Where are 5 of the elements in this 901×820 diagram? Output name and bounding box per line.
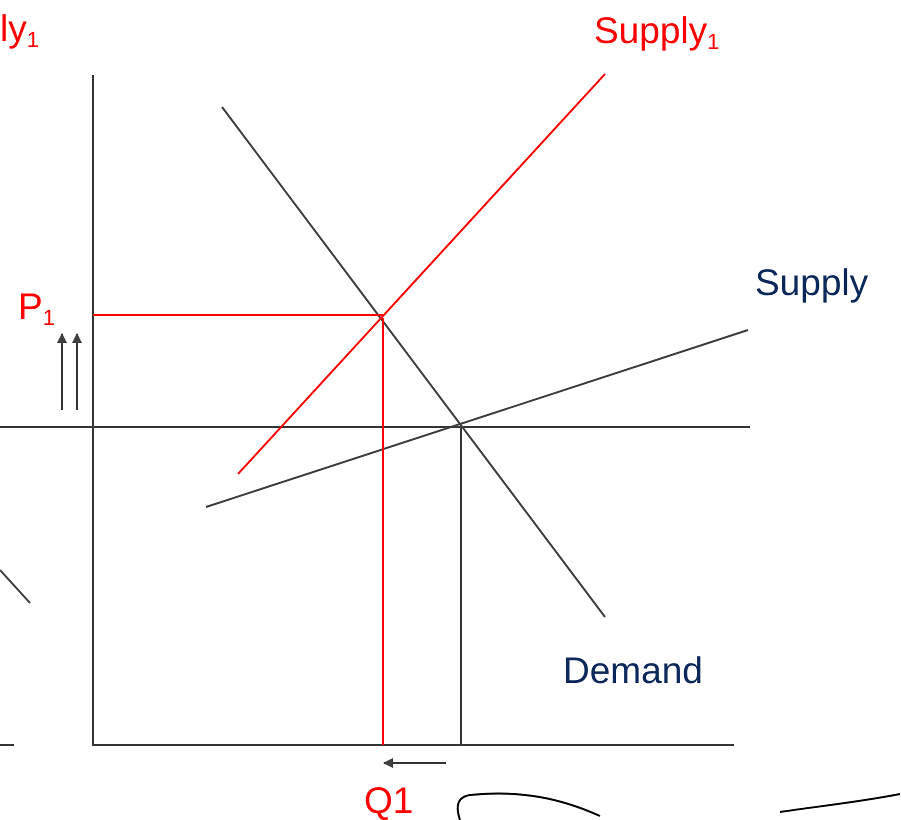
price-label: P$_{1}$ (18, 288, 55, 325)
curve-label: Demand (563, 652, 703, 689)
curve-label: ly$_{1}$ (0, 10, 39, 47)
curve-label: Supply$_{1}$ (594, 12, 720, 49)
curve-label: Supply (755, 264, 868, 301)
